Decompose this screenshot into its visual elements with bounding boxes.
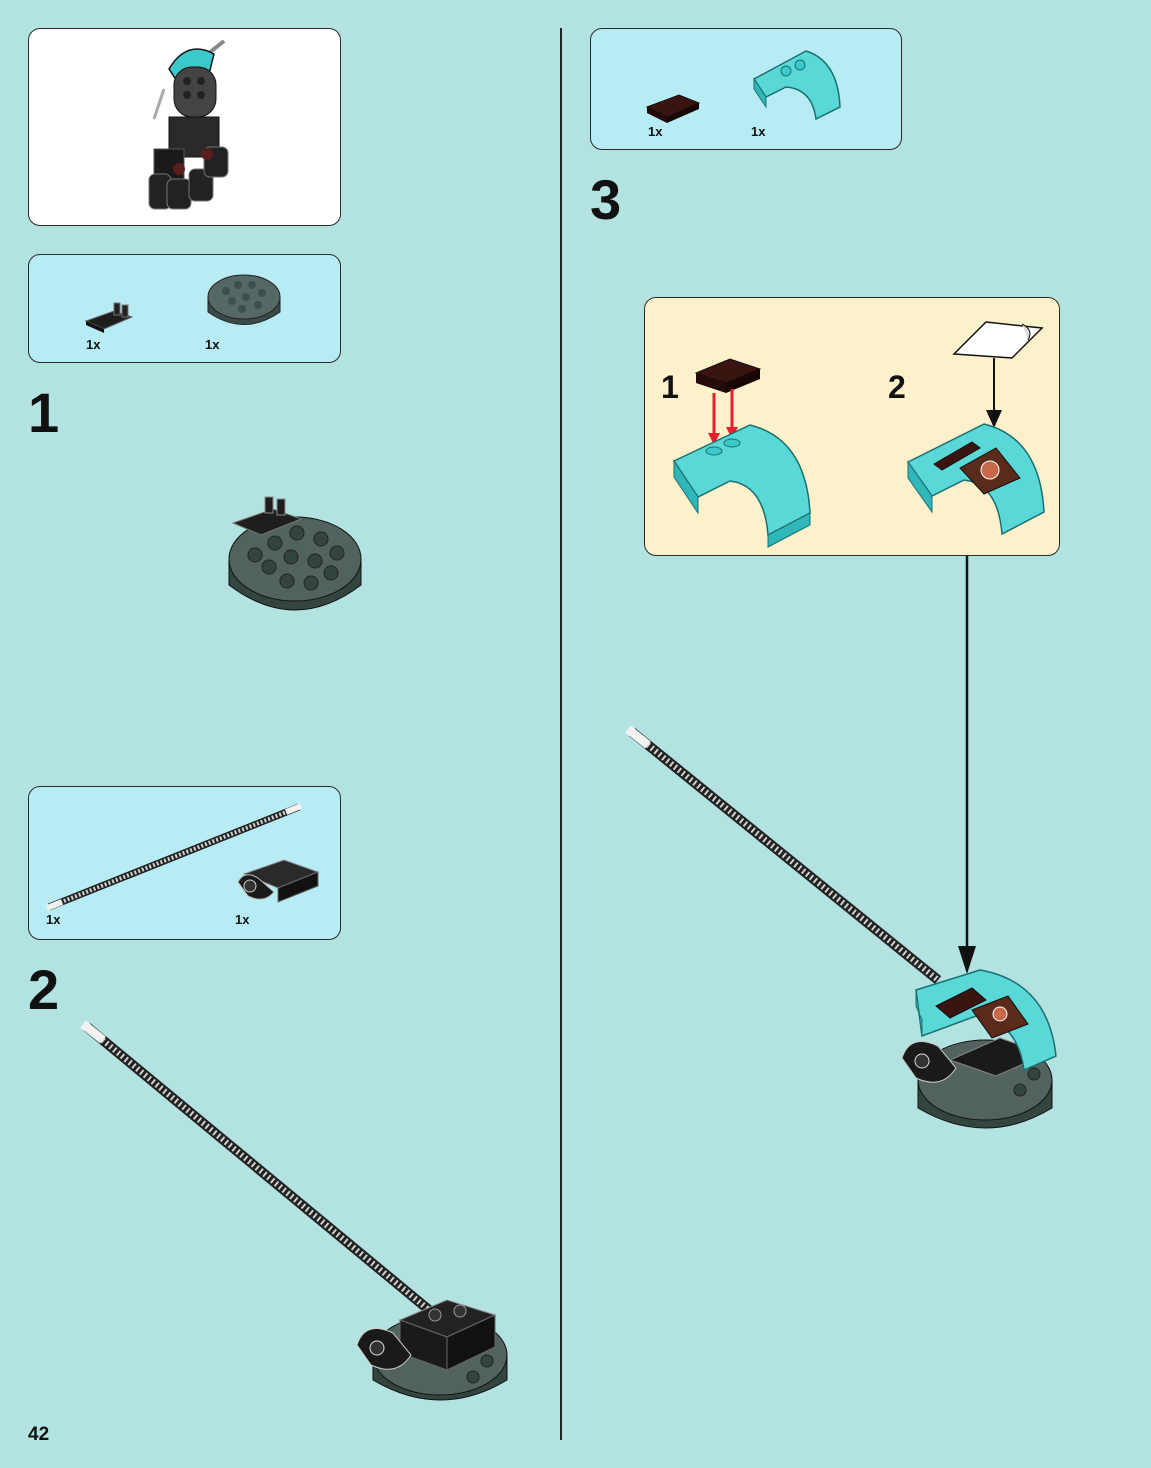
part-qty: 1x bbox=[205, 337, 219, 352]
dark-brown-tile-icon bbox=[643, 91, 703, 125]
black-clip-plate-icon bbox=[84, 295, 139, 335]
step1-parts-box: 1x 1x bbox=[28, 254, 341, 363]
part-qty: 1x bbox=[86, 337, 100, 352]
step-number: 2 bbox=[28, 962, 59, 1018]
step2-parts-box: 1x 1x bbox=[28, 786, 341, 940]
part-qty: 1x bbox=[751, 124, 765, 139]
part-qty: 1x bbox=[235, 912, 249, 927]
apply-sticker-icon bbox=[900, 318, 1050, 548]
black-clip-brick-icon bbox=[234, 852, 324, 907]
mini-figure-assembly-icon bbox=[29, 29, 342, 227]
turquoise-curved-slope-icon bbox=[746, 37, 846, 127]
step-number: 1 bbox=[28, 385, 59, 441]
round-dark-gray-plate-icon bbox=[204, 267, 284, 337]
part-qty: 1x bbox=[46, 912, 60, 927]
part-qty: 1x bbox=[648, 124, 662, 139]
step2-assembly-icon bbox=[75, 1015, 515, 1415]
page-number: 42 bbox=[28, 1424, 49, 1446]
step3-subassembly-box: 1 2 bbox=[644, 297, 1060, 556]
step3-assembly-icon bbox=[620, 720, 1070, 1140]
attach-tile-icon bbox=[670, 353, 820, 548]
step1-assembly-icon bbox=[225, 495, 365, 625]
minifig-callout bbox=[28, 28, 341, 226]
step3-parts-box: 1x 1x bbox=[590, 28, 902, 150]
step-number: 3 bbox=[590, 172, 621, 228]
column-divider bbox=[560, 28, 562, 1440]
